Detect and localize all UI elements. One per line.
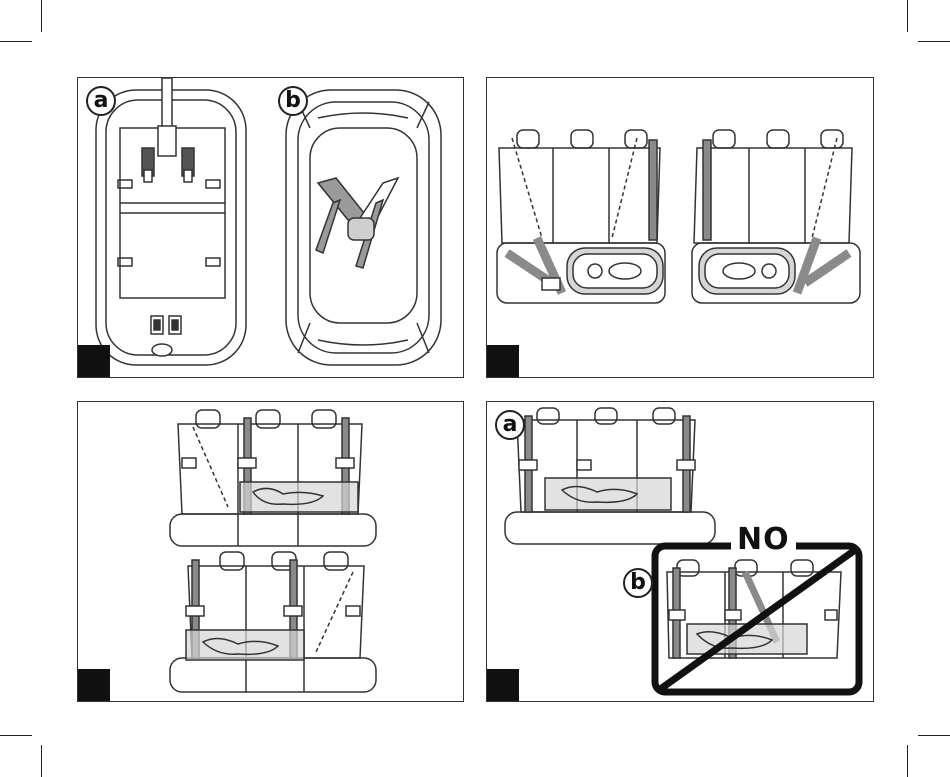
callout-b: b [278, 86, 308, 116]
step-indicator-box [78, 669, 110, 701]
seat-front-illustration [78, 402, 464, 702]
step-indicator-box [78, 345, 110, 377]
step-indicator-box [487, 345, 519, 377]
crop-mark-br-h [918, 735, 950, 736]
panel-carrycot-views: a b [77, 77, 464, 378]
correct-incorrect-illustration [487, 402, 874, 702]
panel-seat-top-views [486, 77, 874, 378]
crop-mark-tl-v [41, 0, 42, 32]
callout-b: b [623, 568, 653, 598]
crop-mark-bl-h [0, 735, 32, 736]
crop-mark-tl-h [0, 41, 32, 42]
panel-seat-front-views [77, 401, 464, 702]
callout-a: a [495, 410, 525, 440]
no-warning-label: NO [731, 524, 796, 556]
crop-mark-br-v [907, 745, 908, 777]
crop-mark-tr-h [918, 41, 950, 42]
step-indicator-box [487, 669, 519, 701]
crop-mark-tr-v [907, 0, 908, 32]
carrycot-illustration [78, 78, 464, 378]
panel-correct-incorrect: NO a b [486, 401, 874, 702]
crop-mark-bl-v [41, 745, 42, 777]
seat-top-illustration [487, 78, 874, 378]
callout-a: a [86, 86, 116, 116]
